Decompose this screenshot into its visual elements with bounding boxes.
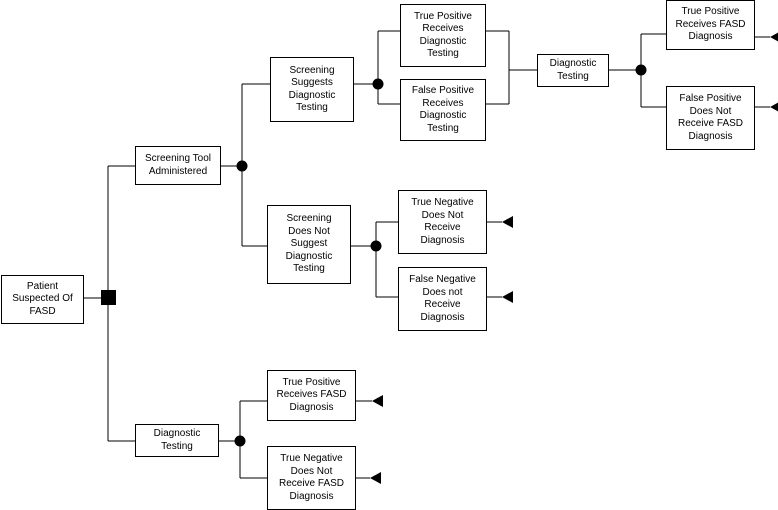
node-label-line: Diagnosis [420, 311, 465, 323]
node-label-line: Does Not [689, 105, 732, 117]
node-label-line: Testing [427, 122, 459, 134]
chance-node-circle [236, 160, 248, 172]
node-label-line: Diagnosis [420, 234, 465, 246]
terminal-node-triangle [502, 216, 513, 228]
node-label-line: Screening [289, 64, 335, 76]
node-label-line: True Positive [681, 6, 740, 18]
node-label-line: True Negative [411, 197, 474, 208]
node-label-line: Diagnostic [419, 110, 467, 121]
node-label-line: Receive [424, 222, 461, 233]
node-label-line: Receives [422, 23, 464, 34]
node-label-line: Suspected Of [12, 293, 73, 305]
node-label-line: Diagnostic [153, 428, 201, 439]
node-label-line: Receives FASD [276, 389, 347, 401]
node-label-line: Does Not [290, 465, 333, 477]
node-label-line: Diagnosis [688, 31, 733, 43]
node-label-line: Does not [422, 286, 463, 298]
terminal-node-triangle [770, 32, 778, 42]
node-label-line: Receive [424, 299, 461, 310]
node-label-line: Does Not [421, 209, 464, 221]
terminal-node-triangle [372, 395, 383, 407]
node-label-line: False Positive [679, 93, 742, 104]
terminal-node-triangle [770, 102, 778, 112]
node-label-line: True Positive [282, 376, 341, 388]
terminal-node-triangle [370, 472, 381, 484]
node-label-line: Diagnostic [285, 250, 333, 262]
node-label-line: False Positive [411, 85, 475, 96]
node-label-line: Testing [293, 263, 325, 275]
terminal-node-triangle [502, 291, 513, 303]
node-label-line: Diagnosis [289, 401, 334, 413]
node-label-line: True Positive [414, 10, 472, 22]
node-label-line: Diagnostic [419, 35, 467, 47]
node-label-line: Testing [161, 440, 193, 452]
node-label-line: Receive FASD [677, 118, 744, 129]
node-label-line: Suggests [291, 77, 333, 88]
chance-node-circle [370, 240, 382, 252]
node-label-line: Testing [296, 102, 328, 113]
node-label-line: Diagnosis [289, 490, 334, 502]
decision-node-square [101, 290, 116, 305]
node-label-line: Testing [557, 70, 589, 82]
chance-node-circle [234, 435, 246, 447]
node-label-line: False Negative [409, 274, 476, 285]
node-label-line: Does Not [288, 225, 330, 237]
node-label-line: True Negative [280, 453, 343, 464]
node-label-line: Receives FASD [675, 18, 746, 30]
node-label-line: Patient [26, 280, 59, 292]
node-label-line: Diagnostic [288, 89, 336, 101]
node-label-line: Receives [422, 97, 464, 109]
chance-node-circle [635, 64, 647, 76]
node-label-line: Screening [286, 213, 332, 225]
node-label-line: Suggest [290, 238, 328, 250]
node-label-line: Diagnosis [688, 130, 733, 142]
node-label-line: Administered [148, 165, 208, 177]
node-label-line: Receive FASD [278, 478, 345, 489]
chance-node-circle [372, 78, 384, 90]
node-label-line: FASD [29, 305, 56, 317]
node-label-line: Diagnostic [549, 58, 597, 69]
node-label-line: Testing [427, 48, 459, 59]
node-label-line: Screening Tool [145, 153, 211, 164]
